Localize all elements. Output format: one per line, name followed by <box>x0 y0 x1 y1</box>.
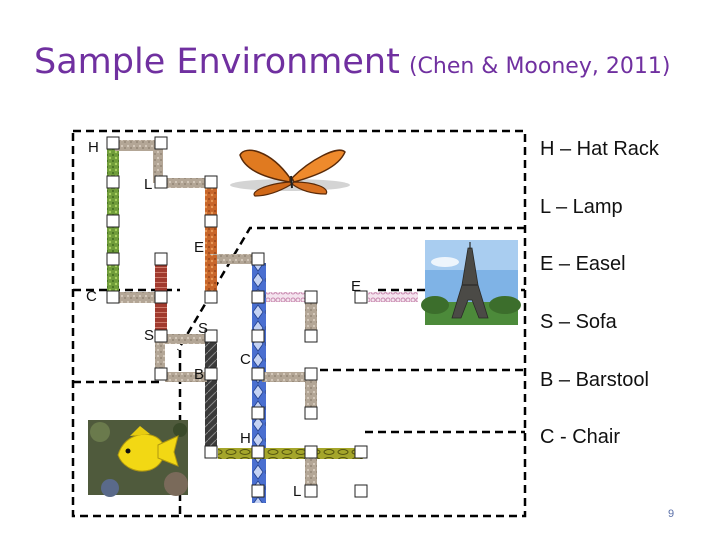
map-label-h: H <box>240 430 251 447</box>
path-gray <box>165 372 207 382</box>
path-gray <box>115 140 160 151</box>
map-label-h: H <box>88 139 99 156</box>
map-label-s: S <box>144 327 154 344</box>
path-olive <box>218 448 363 459</box>
intersection-squares <box>106 136 368 498</box>
path-gray <box>262 372 312 382</box>
map-label-s: S <box>198 320 208 337</box>
legend-item-easel: E – Easel <box>540 253 626 275</box>
map-label-e: E <box>194 239 204 256</box>
legend-item-chair: C - Chair <box>540 426 621 448</box>
path-gray <box>115 292 165 303</box>
path-gray <box>153 145 163 183</box>
path-gray <box>210 254 260 264</box>
butterfly-picture <box>230 149 350 197</box>
map-label-c: C <box>240 351 251 368</box>
path-gray <box>160 178 210 188</box>
legend-item-barstool: B – Barstool <box>540 369 649 391</box>
map-labels: H L E E C S S C B H L <box>86 139 361 500</box>
page-number: 9 <box>668 508 675 520</box>
path-gray <box>305 300 317 335</box>
yellow-fish-picture <box>88 420 188 497</box>
path-orange <box>205 255 217 300</box>
path-pink <box>266 292 316 302</box>
path-gray <box>155 340 165 378</box>
legend-item-hat-rack: H – Hat Rack <box>540 138 659 160</box>
map-label-l: L <box>144 176 152 193</box>
map-label-c: C <box>86 288 97 305</box>
path-black <box>205 330 217 450</box>
map-label-e: E <box>351 278 361 295</box>
map-label-l: L <box>293 483 301 500</box>
slide-title: Sample Environment (Chen & Mooney, 2011) <box>34 42 670 82</box>
title-main: Sample Environment <box>34 42 400 82</box>
path-pink <box>368 292 418 302</box>
eiffel-tower-picture <box>421 240 521 325</box>
legend-item-sofa: S – Sofa <box>540 311 617 333</box>
path-gray <box>165 334 207 344</box>
legend-item-lamp: L – Lamp <box>540 196 623 218</box>
title-citation: (Chen & Mooney, 2011) <box>408 54 671 79</box>
map-label-b: B <box>194 366 204 383</box>
path-blue <box>252 263 266 503</box>
